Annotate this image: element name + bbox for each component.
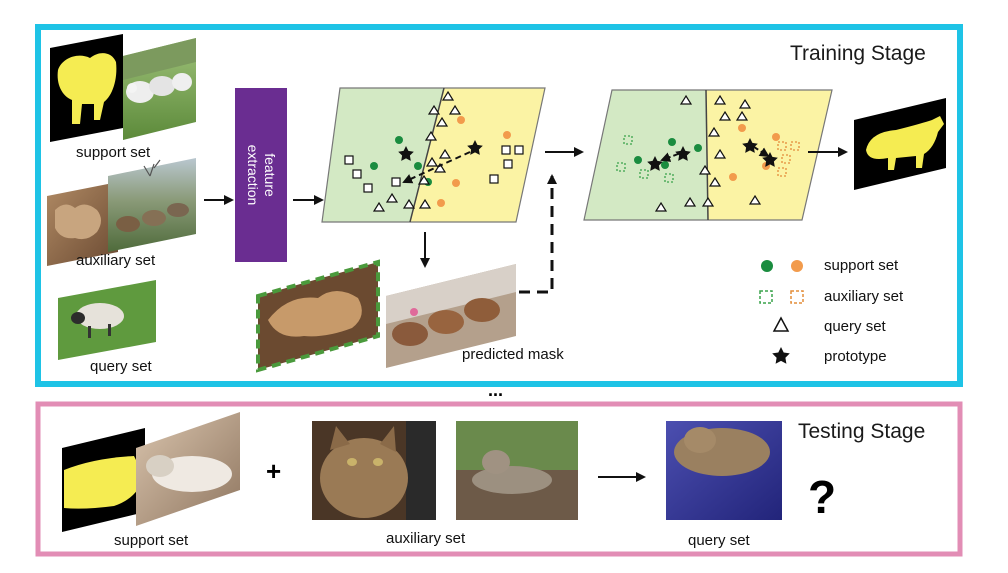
legend-support-label: support set [824, 257, 899, 274]
support-point [395, 136, 403, 144]
test-support-photo [136, 412, 240, 526]
legend-support-green-dot [761, 260, 773, 272]
legend-aux-orange-square [790, 290, 804, 304]
dashed-feedback-arrow [519, 174, 557, 294]
support-point [437, 199, 445, 207]
test-aux-cat-photo-2 [456, 421, 578, 520]
support-point [452, 179, 460, 187]
feature-extraction-label: feature extraction [245, 144, 278, 206]
training-stage-frame [35, 24, 963, 387]
output-mask-image [854, 98, 946, 190]
space2-marks [616, 94, 800, 212]
legend-aux-green-square [759, 290, 773, 304]
feature-extraction-box: feature extraction [235, 88, 287, 262]
legend-prototype-star [772, 347, 790, 364]
support-point [457, 116, 465, 124]
support-mask-image [50, 34, 123, 142]
test-unknown-question-mark: ? [808, 471, 837, 523]
prototype-star [467, 140, 483, 155]
train-query-label: query set [90, 358, 152, 375]
train-support-label: support set [76, 144, 151, 161]
support-point [370, 162, 378, 170]
auxiliary-photo-1 [47, 182, 118, 266]
test-plus-sign: + [266, 456, 282, 486]
test-auxiliary-label: auxiliary set [386, 530, 466, 547]
test-support-mask-image [62, 428, 145, 532]
support-point [414, 162, 422, 170]
space1-marks [344, 90, 524, 212]
auxiliary-photo-2 [108, 158, 196, 252]
predicted-mask-photo [386, 264, 516, 368]
prototype-star [398, 146, 414, 161]
test-support-label: support set [114, 532, 189, 549]
support-photo [123, 38, 196, 140]
test-query-label: query set [688, 532, 750, 549]
legend-prototype-label: prototype [824, 348, 887, 365]
legend-query-label: query set [824, 318, 886, 335]
train-auxiliary-label: auxiliary set [76, 252, 156, 269]
test-aux-cat-photo-1 [312, 421, 436, 520]
testing-stage-title: Testing Stage [798, 420, 926, 443]
testing-stage-frame [35, 401, 963, 557]
stage-separator-ellipsis: ... [488, 380, 504, 400]
test-query-cat-photo [666, 421, 782, 520]
support-point [503, 131, 511, 139]
query-photo [58, 280, 156, 360]
predicted-mask-green-image [256, 259, 380, 373]
training-stage-title: Training Stage [790, 42, 926, 65]
predicted-mask-label: predicted mask [462, 346, 564, 363]
legend-support-orange-dot [791, 260, 803, 272]
legend-markers [759, 260, 804, 364]
legend-query-triangle [772, 316, 790, 332]
legend-auxiliary-label: auxiliary set [824, 288, 904, 305]
